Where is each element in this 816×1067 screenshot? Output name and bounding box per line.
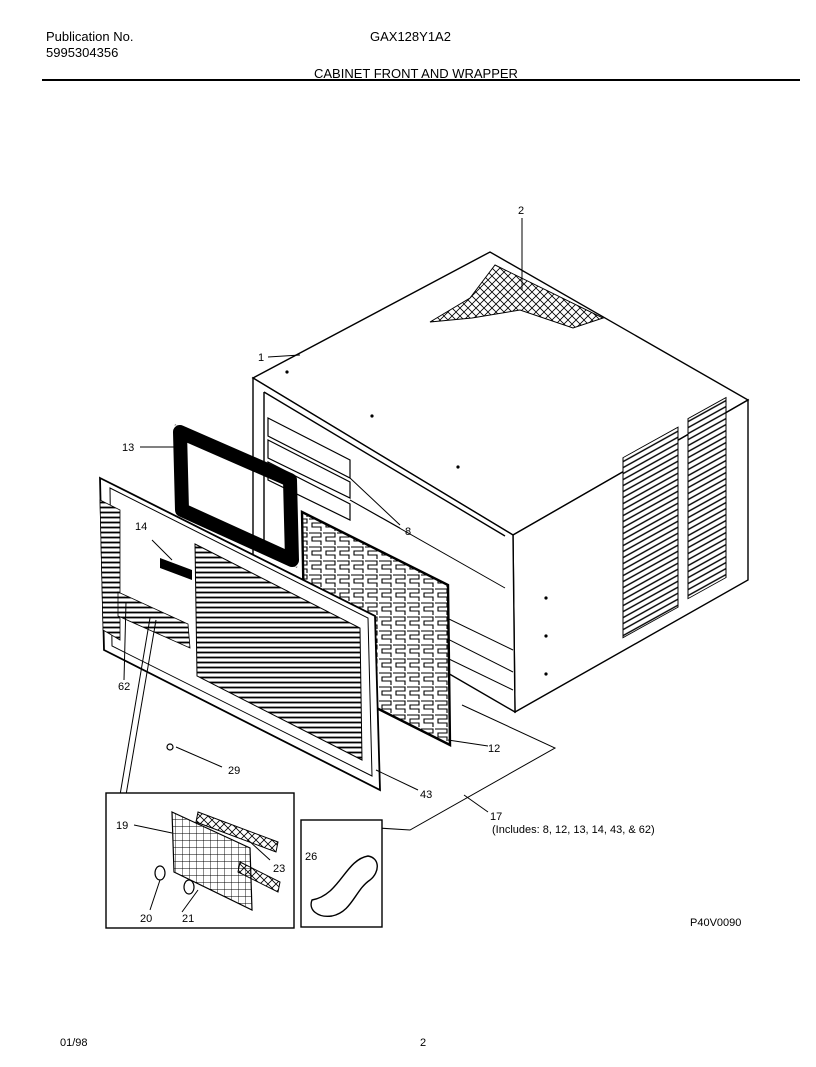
side-louver-right [687,396,727,600]
callout-13: 13 [122,442,134,454]
callout-20: 20 [140,913,152,925]
callout-2: 2 [518,205,524,217]
callout-19: 19 [116,820,128,832]
footer-date: 01/98 [60,1037,88,1049]
side-louver-left [622,426,679,639]
callout-14: 14 [135,521,147,533]
callout-1: 1 [258,352,264,364]
front-panel [99,476,381,792]
callout-23: 23 [273,863,285,875]
callout-12: 12 [488,743,500,755]
top-mesh-grille [429,264,605,329]
model-number: GAX128Y1A2 [370,29,451,44]
inset-box-26 [300,819,383,928]
callout-62: 62 [118,681,130,693]
callout-43: 43 [420,789,432,801]
leader-lines [119,218,557,831]
callout-8: 8 [405,526,411,538]
callout-29: 29 [228,765,240,777]
publication-label: Publication No. [46,29,134,44]
callout-17-includes: (Includes: 8, 12, 13, 14, 43, & 62) [492,824,655,836]
callout-21: 21 [182,913,194,925]
publication-number: 5995304356 [46,45,119,60]
callout-26: 26 [305,851,317,863]
header-divider [42,79,800,81]
inset-box-parts [105,792,295,929]
section-title: CABINET FRONT AND WRAPPER [314,66,518,81]
drawing-code: P40V0090 [690,917,742,929]
footer-page-number: 2 [420,1037,427,1049]
callout-17: 17 [490,811,502,823]
screw-29 [166,743,174,751]
